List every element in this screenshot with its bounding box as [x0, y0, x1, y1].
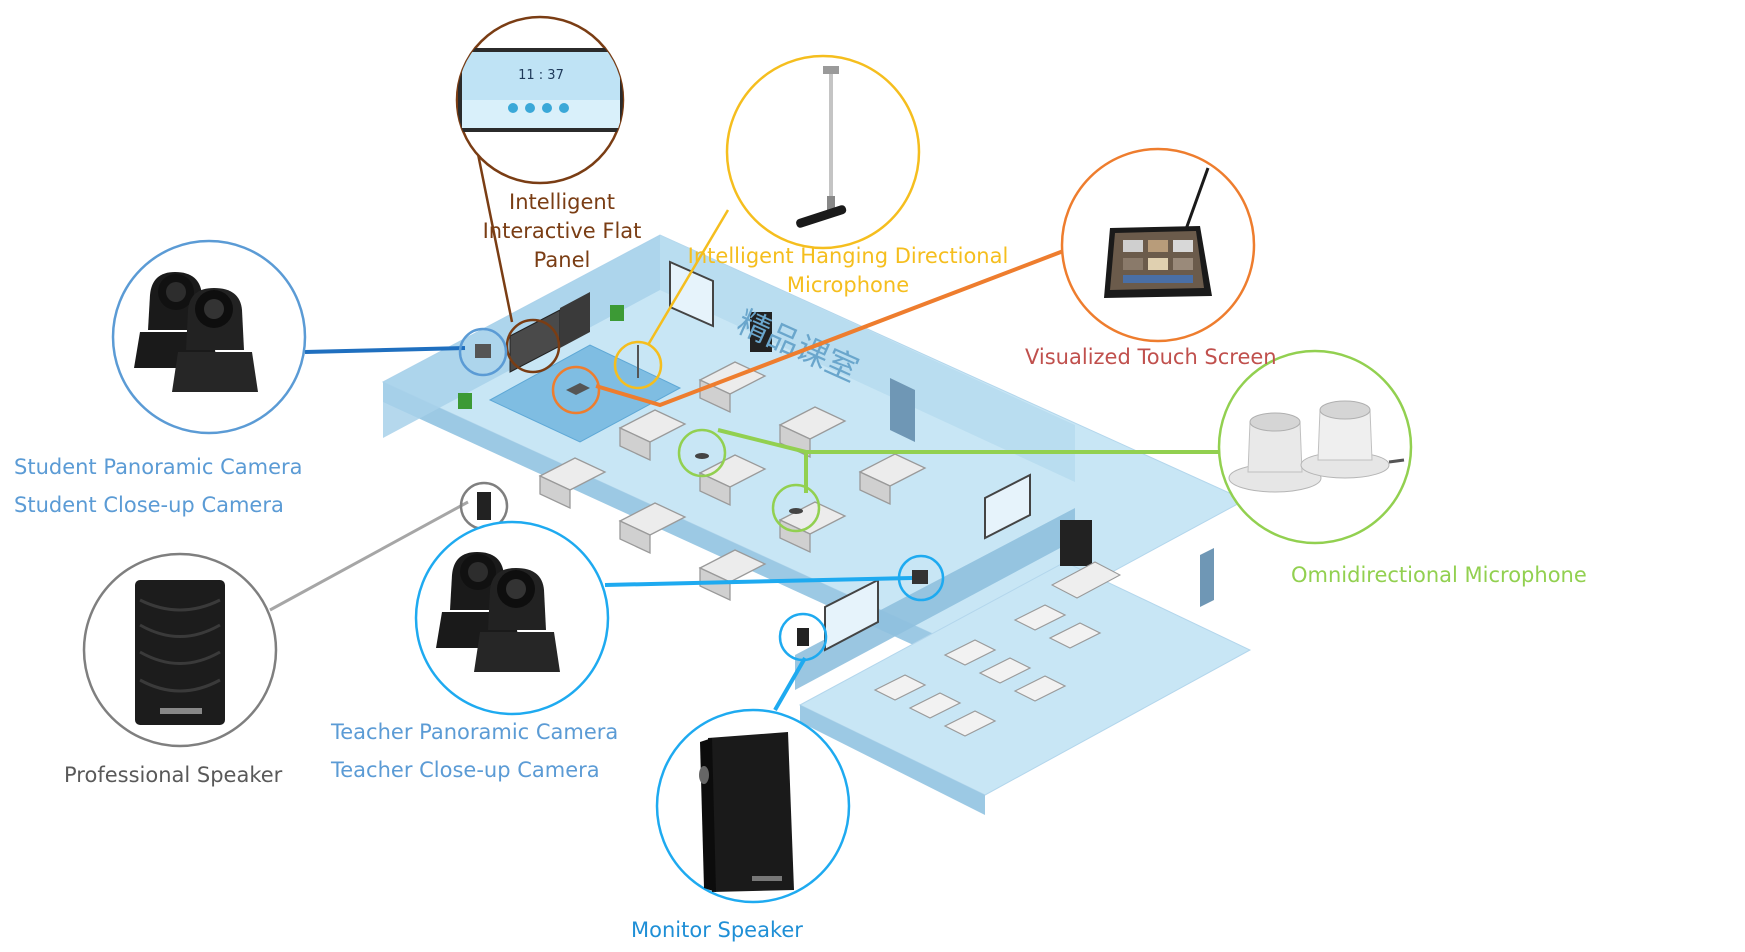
student-camera-label-line-1: Student Panoramic Camera [14, 455, 303, 479]
desk [618, 409, 687, 462]
marker-monitor-speaker [797, 628, 809, 646]
plant-1 [610, 305, 624, 321]
desk [858, 453, 927, 506]
flat-panel-marker [505, 318, 561, 374]
teacher-camera-marker [897, 554, 945, 602]
seat [1013, 675, 1067, 702]
flat-panel-label: Intelligent Interactive Flat Panel [482, 188, 642, 275]
touch-screen-marker [551, 365, 601, 415]
dividing-wall [795, 508, 1075, 690]
hanging-mic-leader [646, 209, 730, 346]
omni-mic-marker-1 [677, 428, 727, 478]
scene-markers [458, 318, 945, 662]
flat-panel-label-line-1: Intelligent [509, 190, 615, 214]
desk [698, 454, 767, 507]
touch-screen-icon [1060, 147, 1256, 343]
flat-panel-label-line-2: Interactive Flat [482, 219, 642, 243]
seat [1013, 604, 1067, 631]
back-door [1200, 548, 1214, 607]
seat [873, 674, 927, 701]
side-board [560, 292, 590, 348]
touch-screen-leader [595, 248, 1067, 408]
desk [778, 406, 847, 459]
student-camera-label-line-2: Student Close-up Camera [14, 493, 284, 517]
student-camera-leader [304, 346, 466, 354]
student-ptz-camera-icon [111, 239, 307, 435]
recording-room-seats [873, 604, 1102, 737]
side-cabinet [750, 312, 772, 352]
connector-lines [269, 153, 1220, 711]
monitor-speaker-icon [655, 708, 851, 904]
seat [943, 639, 997, 666]
omni-mic-marker-2 [771, 483, 821, 533]
flat-panel-leader [476, 153, 514, 323]
teacher-platform [488, 344, 682, 443]
hanging-mic-label-line-1: Intelligent Hanging Directional [687, 244, 1009, 268]
flat-panel-label-line-3: Panel [533, 248, 591, 272]
teacher-camera-label-line-1: Teacher Panoramic Camera [331, 720, 619, 744]
desk [538, 457, 607, 510]
marker-omni-1 [695, 453, 709, 459]
student-camera-label: Student Panoramic Camera Student Close-u… [14, 448, 303, 524]
seat [978, 657, 1032, 684]
wall-speaker-icon [82, 552, 278, 748]
recording-room-floor-edge [800, 705, 985, 815]
marker-teacher-camera [912, 570, 928, 584]
desk [618, 502, 687, 555]
hanging-mic-label: Intelligent Hanging Directional Micropho… [686, 242, 1010, 300]
right-wall-screen [669, 260, 714, 328]
control-desk [1050, 561, 1122, 599]
hanging-mic-marker [613, 340, 663, 390]
monitor-speaker-leader [773, 657, 807, 711]
right-wall [660, 235, 1075, 482]
student-camera-marker [458, 327, 508, 377]
recording-window [984, 473, 1031, 540]
panel-clock: 11 : 37 [518, 68, 564, 83]
pro-speaker-label: Professional Speaker [64, 763, 283, 787]
door [890, 378, 915, 442]
omni-mic-label: Omnidirectional Microphone [1291, 563, 1587, 587]
seat [943, 710, 997, 737]
seat [1048, 622, 1102, 649]
classroom-floor-edge [383, 382, 968, 670]
touch-screen-label: Visualized Touch Screen [1025, 345, 1277, 369]
omnidirectional-microphone-icon [1217, 349, 1413, 545]
hanging-microphone-icon [725, 54, 921, 250]
plant-2 [458, 393, 472, 409]
monitor-speaker-label: Monitor Speaker [631, 918, 803, 942]
marker-camera [475, 344, 491, 358]
teacher-camera-leader [604, 576, 913, 587]
marker-speaker [477, 492, 491, 520]
teacher-camera-label: Teacher Panoramic Camera Teacher Close-u… [331, 713, 618, 789]
marker-omni-2 [789, 508, 803, 514]
marker-touch [566, 383, 590, 395]
desk [778, 501, 847, 554]
rack-cabinet [1060, 520, 1092, 566]
teacher-ptz-camera-icon [414, 520, 610, 716]
pro-speaker-leader [269, 500, 469, 612]
interactive-panel-icon: 11 : 37 [455, 15, 625, 185]
hanging-mic-label-line-2: Microphone [786, 273, 910, 297]
seat [908, 692, 962, 719]
monitor-speaker-marker [778, 612, 828, 662]
teacher-camera-label-line-2: Teacher Close-up Camera [331, 758, 600, 782]
